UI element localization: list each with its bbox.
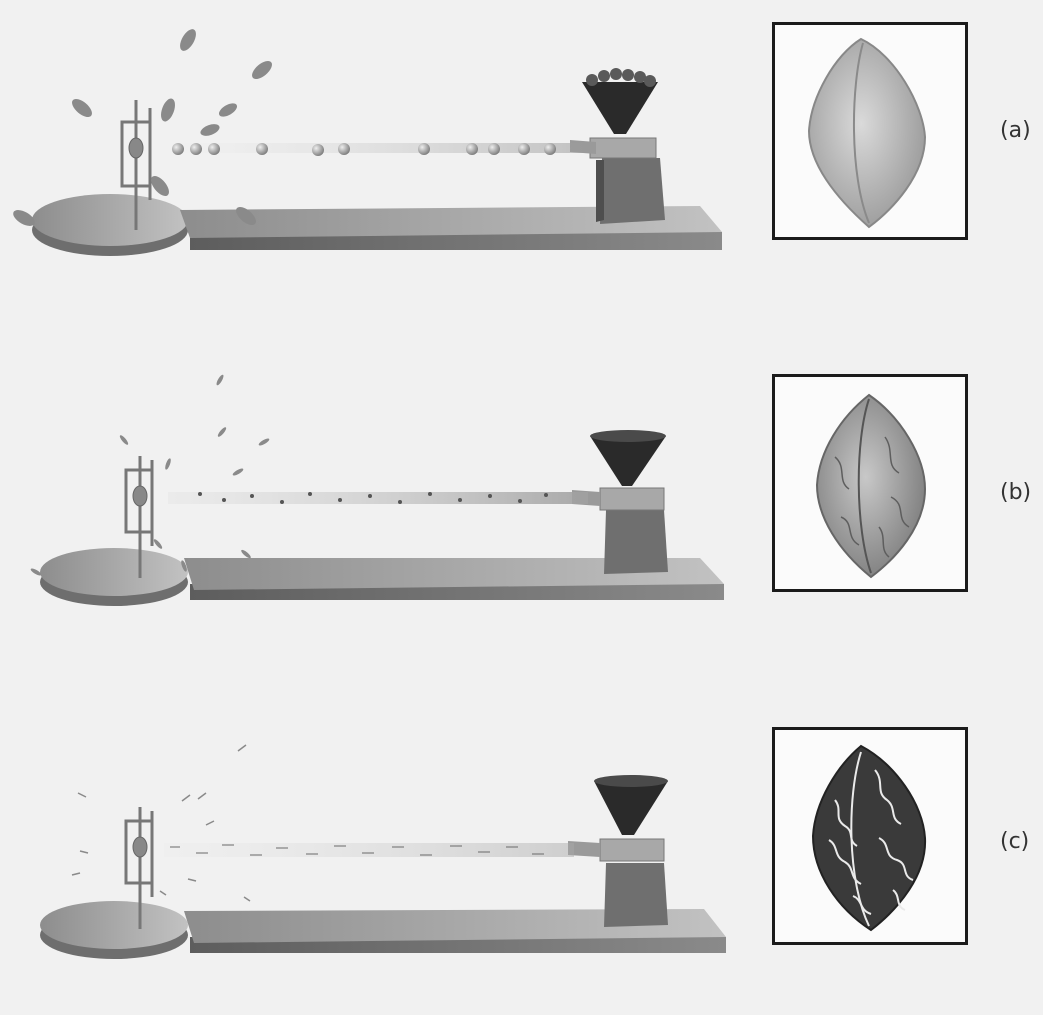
particle-stream bbox=[164, 843, 574, 857]
rebound-particles bbox=[72, 745, 250, 901]
rebound-particles bbox=[30, 374, 270, 577]
panel-label-c: (c) bbox=[1000, 829, 1043, 854]
particle-stream bbox=[170, 143, 590, 156]
hopper-nozzle bbox=[568, 775, 668, 927]
panel-c: (c) bbox=[0, 715, 1043, 1015]
panel-a: (a) bbox=[0, 10, 1043, 310]
seed-inset-b bbox=[772, 374, 968, 592]
panel-b: (b) bbox=[0, 360, 1043, 660]
blasting-apparatus-c bbox=[0, 715, 740, 969]
blasting-apparatus-a bbox=[0, 10, 740, 290]
blasting-apparatus-b bbox=[0, 360, 740, 640]
seed-inset-a bbox=[772, 22, 968, 240]
seed-inset-c bbox=[772, 727, 968, 945]
particle-stream bbox=[168, 492, 588, 504]
panel-label-a: (a) bbox=[1000, 118, 1043, 143]
panel-label-b: (b) bbox=[1000, 480, 1043, 505]
